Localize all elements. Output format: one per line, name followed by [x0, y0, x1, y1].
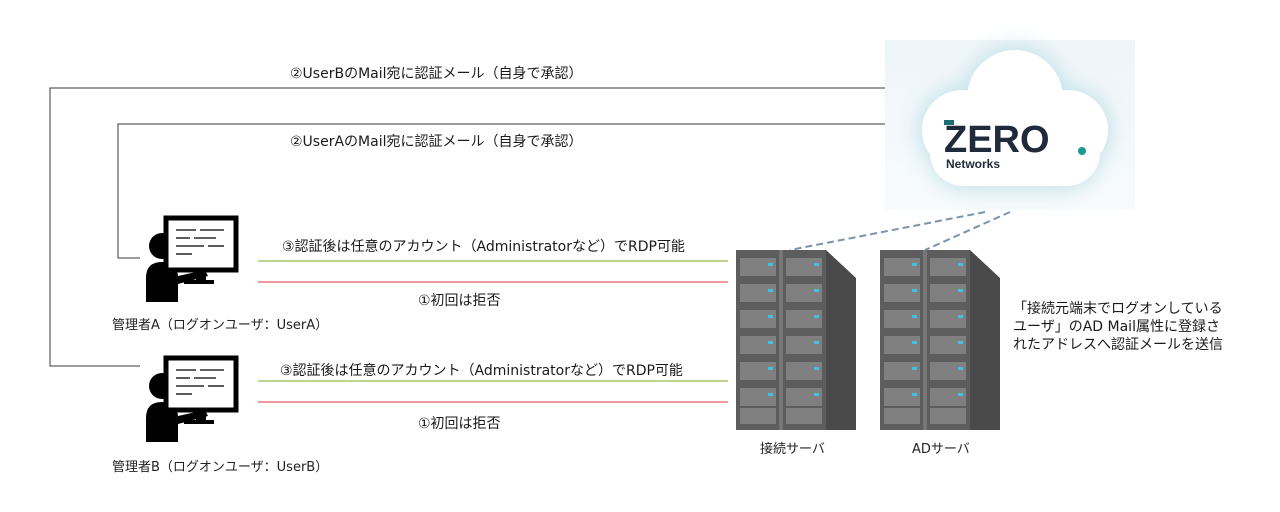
label-usera-mail: ②UserAのMail宛に認証メール（自身で承認）: [290, 134, 583, 150]
caption-admin-a: 管理者A（ログオンユーザ：UserA）: [112, 318, 329, 333]
dashed-link-connect: [789, 211, 986, 251]
ad-server-icon: [880, 250, 1000, 430]
line-userb-mail: [49, 87, 885, 367]
logo-main-text: ZERO: [944, 119, 1050, 161]
caption-admin-b: 管理者B（ログオンユーザ：UserB）: [112, 460, 329, 475]
note-line-3: れたアドレスへ認証メールを送信: [1013, 337, 1223, 353]
dashed-link-ad: [924, 211, 1011, 251]
zero-networks-logo: ZERO Networks: [944, 119, 1086, 171]
admin-b-icon: [146, 355, 239, 442]
note-line-2: ユーザ」のAD Mail属性に登録さ: [1013, 319, 1220, 335]
caption-connect-server: 接続サーバ: [760, 442, 825, 457]
label-deny-a: ①初回は拒否: [418, 293, 501, 309]
line-usera-mail: [117, 123, 885, 259]
label-deny-b: ①初回は拒否: [418, 416, 501, 432]
logo-sub-text: Networks: [946, 157, 1000, 171]
label-rdp-b: ③認証後は任意のアカウント（Administratorなど）でRDP可能: [280, 363, 683, 379]
caption-ad-server: ADサーバ: [912, 442, 970, 457]
admin-a-icon: [146, 215, 239, 302]
label-rdp-a: ③認証後は任意のアカウント（Administratorなど）でRDP可能: [282, 239, 685, 255]
note-line-1: 「接続元端末でログオンしている: [1013, 301, 1223, 317]
cloud-shape: [922, 50, 1108, 186]
connect-server-icon: [736, 250, 856, 430]
label-userb-mail: ②UserBのMail宛に認証メール（自身で承認）: [290, 66, 583, 82]
ad-mail-note: 「接続元端末でログオンしている ユーザ」のAD Mail属性に登録さ れたアドレ…: [1013, 300, 1263, 354]
